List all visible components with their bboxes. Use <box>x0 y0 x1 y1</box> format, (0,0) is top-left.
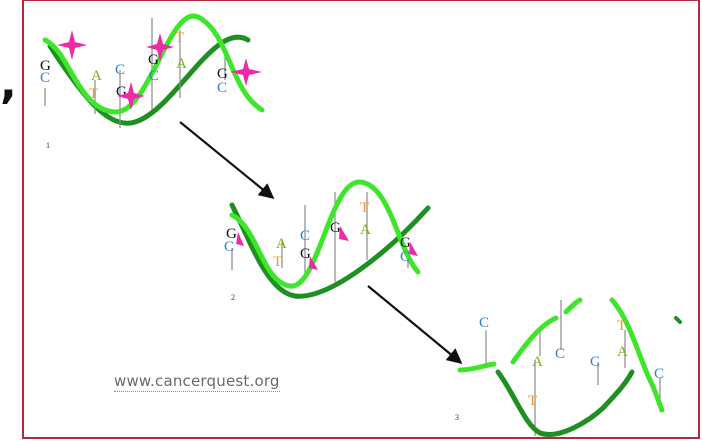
base-label: G <box>217 66 228 82</box>
damage-star-icon <box>230 58 262 86</box>
base-label: G <box>330 220 341 236</box>
light-strand-3a <box>457 361 497 373</box>
arrow-2-to-3 <box>367 285 463 364</box>
base-label: C <box>590 354 600 370</box>
base-label: C <box>40 70 50 86</box>
damage-star-icon <box>117 82 145 110</box>
dna-panel-1: G C A T G C G C T A G C 1 <box>40 13 265 150</box>
light-strand-3c <box>563 297 583 315</box>
damage-wedges-2 <box>236 226 418 270</box>
damage-star-icon <box>146 33 174 61</box>
base-label: T <box>273 254 282 270</box>
base-label: C <box>149 68 159 84</box>
base-rungs-2 <box>231 192 409 282</box>
dark-strand-3a <box>495 369 606 437</box>
base-label: G <box>40 58 51 74</box>
base-label: C <box>224 239 234 255</box>
light-strand-3e <box>674 316 682 324</box>
damage-wedge-icon <box>409 242 418 256</box>
base-label: T <box>528 393 537 409</box>
light-strand-2 <box>229 179 421 289</box>
damage-wedge-icon <box>309 256 318 270</box>
base-label: G <box>148 52 159 68</box>
bases-1: G C A T G C G C T A G C <box>40 30 228 102</box>
base-label: T <box>617 318 626 334</box>
base-label: C <box>217 80 227 96</box>
base-label: C <box>654 366 664 382</box>
base-label: G <box>300 246 311 262</box>
base-label: A <box>276 236 287 252</box>
damage-wedge-icon <box>339 226 349 241</box>
step-label-1: 1 <box>46 141 50 150</box>
base-label: C <box>115 62 125 78</box>
arrow-1-to-2 <box>179 121 275 199</box>
bases-3: C A T C C T A C <box>479 315 664 409</box>
step-label-2: 2 <box>231 293 235 302</box>
dna-panel-2: G C A T C G G T A G C 2 <box>224 179 431 302</box>
base-rungs-1 <box>44 18 226 128</box>
base-rungs-3 <box>485 300 661 436</box>
base-label: A <box>360 222 371 238</box>
figure-frame <box>22 0 700 439</box>
base-label: C <box>300 228 310 244</box>
base-label: C <box>400 249 410 265</box>
light-strand-3b <box>510 315 559 365</box>
light-strand-1 <box>42 13 265 115</box>
base-label: C <box>479 315 489 331</box>
light-strand-3d <box>609 297 665 413</box>
base-label: T <box>89 86 98 102</box>
leading-comma: , <box>0 58 17 109</box>
damage-wedge-icon <box>236 232 244 246</box>
dark-strand-3b <box>600 369 635 411</box>
base-label: A <box>176 56 187 72</box>
source-watermark: www.cancerquest.org <box>114 372 280 392</box>
base-label: G <box>226 226 237 242</box>
base-label: C <box>555 346 565 362</box>
bases-2: G C A T C G G T A G C <box>224 200 411 270</box>
step-label-3: 3 <box>455 413 459 422</box>
base-label: G <box>400 235 411 251</box>
damage-star-icon <box>57 30 87 60</box>
base-label: T <box>360 200 369 216</box>
base-label: A <box>91 68 102 84</box>
base-label: A <box>532 354 543 370</box>
base-label: G <box>116 84 127 100</box>
damage-stars-1 <box>57 30 262 110</box>
dark-strand-2 <box>229 202 431 299</box>
base-label: T <box>175 30 184 46</box>
base-label: A <box>617 344 628 360</box>
dna-panel-3: C A T C C T A C 3 <box>455 297 682 437</box>
